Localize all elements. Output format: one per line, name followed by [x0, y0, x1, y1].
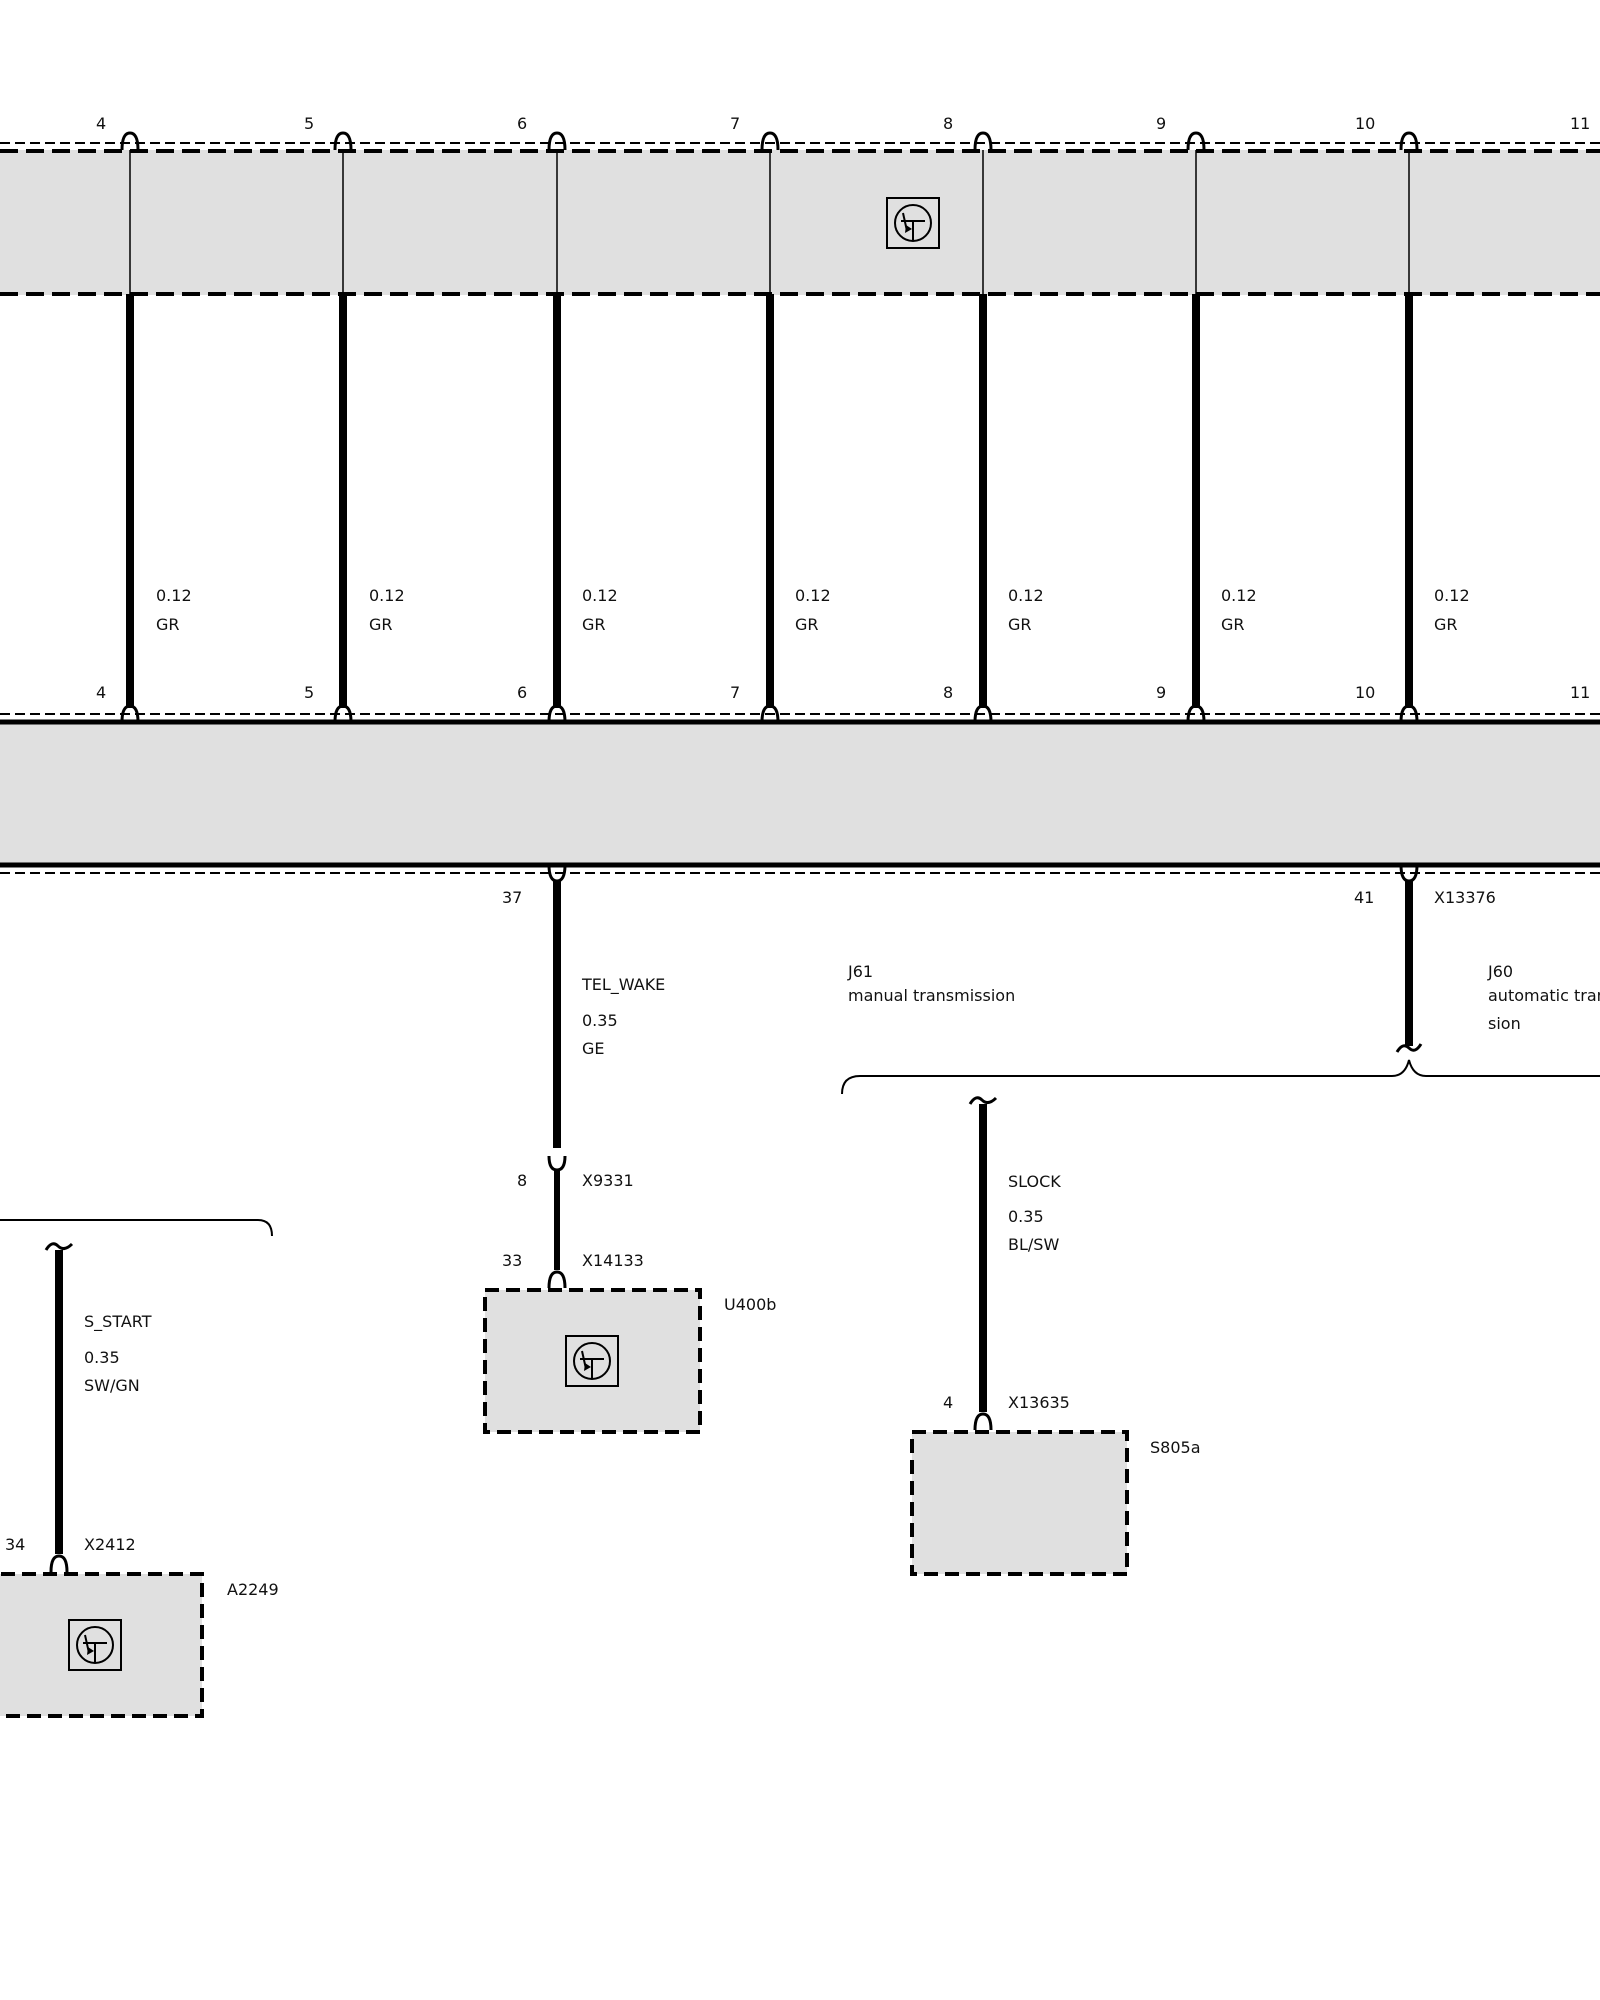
- top-pin-6: 6: [517, 114, 567, 151]
- wire-pin-7: 0.12 GR: [760, 294, 831, 723]
- s-start-pin: 34: [5, 1535, 25, 1554]
- top-pin-11: 11: [1570, 114, 1590, 133]
- wire-pin-10: 0.12 GR: [1399, 294, 1470, 723]
- s-start-brace: [0, 1219, 273, 1237]
- top-pin-label: 9: [1156, 114, 1166, 133]
- tel-wake-signal: TEL_WAKE: [581, 975, 665, 995]
- bottom-pin-label: 6: [517, 683, 527, 702]
- variant-j60-desc-1: automatic tran: [1488, 986, 1600, 1005]
- wire-pin-9: 0.12 GR: [1186, 294, 1257, 723]
- s-start-circuit: S_START 0.35 SW/GN 34 X2412 A2249: [0, 1219, 279, 1718]
- tel-wake-circuit: 37 TEL_WAKE 0.35 GE 8 X9331 33 X14133 U4…: [483, 864, 776, 1434]
- bus-wires: 0.12 GR 0.12 GR 0.12 GR 0.12 GR 0.12 GR: [120, 294, 1470, 723]
- component-a2249-label: A2249: [227, 1580, 279, 1599]
- variant-brace: [841, 1059, 1600, 1095]
- variant-j60-code: J60: [1487, 962, 1513, 981]
- bottom-pin-label: 10: [1355, 683, 1375, 702]
- top-pin-7: 7: [730, 114, 780, 151]
- tel-wake-connector-a: X9331: [582, 1171, 634, 1190]
- wire-color: GR: [582, 615, 606, 634]
- slock-connector: X13635: [1008, 1393, 1070, 1412]
- module-pin-37: 37: [502, 888, 522, 907]
- component-s805a: [910, 1430, 1129, 1576]
- top-pin-label: 6: [517, 114, 527, 133]
- wire-pin-6: 0.12 GR: [547, 294, 618, 723]
- wire-color: GR: [156, 615, 180, 634]
- top-pin-4: 4: [96, 114, 140, 151]
- slock-circuit: SLOCK 0.35 BL/SW 4 X13635 S805a: [910, 1096, 1201, 1576]
- s-start-connector: X2412: [84, 1535, 136, 1554]
- electronic-module-icon: [68, 1619, 122, 1671]
- top-pin-label: 5: [304, 114, 314, 133]
- bottom-pin-label: 11: [1570, 683, 1590, 702]
- tel-wake-connector-b: X14133: [582, 1251, 644, 1270]
- wire-color: GR: [1008, 615, 1032, 634]
- top-pin-label: 11: [1570, 114, 1590, 133]
- internal-connections: [129, 150, 1410, 294]
- wire-gauge: 0.12: [1008, 586, 1044, 605]
- bottom-pin-label: 7: [730, 683, 740, 702]
- top-module-body: [0, 150, 1600, 295]
- top-pin-markers: 4 5 6 7 8 9 10 11: [96, 114, 1590, 151]
- bottom-pin-label: 8: [943, 683, 953, 702]
- electronic-module-icon: [886, 197, 940, 249]
- wire-color: GR: [1221, 615, 1245, 634]
- wire-pin-5: 0.12 GR: [333, 294, 405, 723]
- slock-color: BL/SW: [1008, 1235, 1059, 1254]
- electronic-module-icon: [565, 1335, 619, 1387]
- wire-color: GR: [369, 615, 393, 634]
- top-pin-5: 5: [304, 114, 353, 151]
- wire-gauge: 0.12: [1434, 586, 1470, 605]
- tel-wake-pin-a: 8: [517, 1171, 527, 1190]
- variant-j61-desc: manual transmission: [848, 986, 1015, 1005]
- bottom-pin-label: 4: [96, 683, 106, 702]
- top-pin-10: 10: [1355, 114, 1419, 151]
- component-u400b-label: U400b: [724, 1295, 776, 1314]
- wire-pin-8: 0.12 GR: [973, 294, 1044, 723]
- wire-color: GR: [1434, 615, 1458, 634]
- top-pin-label: 8: [943, 114, 953, 133]
- variant-j60-desc-2: sion: [1488, 1014, 1521, 1033]
- top-pin-label: 7: [730, 114, 740, 133]
- top-pin-label: 4: [96, 114, 106, 133]
- top-pin-label: 10: [1355, 114, 1375, 133]
- top-pin-8: 8: [943, 114, 993, 151]
- wire-gauge: 0.12: [795, 586, 831, 605]
- slock-gauge: 0.35: [1008, 1207, 1044, 1226]
- wire-gauge: 0.12: [156, 586, 192, 605]
- connector-x13376: X13376: [1434, 888, 1496, 907]
- tel-wake-pin-b: 33: [502, 1251, 522, 1270]
- tel-wake-color: GE: [582, 1039, 605, 1058]
- bottom-pin-label: 9: [1156, 683, 1166, 702]
- bottom-pin-label: 5: [304, 683, 314, 702]
- s-start-color: SW/GN: [84, 1376, 140, 1395]
- wire-gauge: 0.12: [582, 586, 618, 605]
- component-s805a-label: S805a: [1150, 1438, 1201, 1457]
- wire-color: GR: [795, 615, 819, 634]
- bottom-control-module: [0, 713, 1600, 874]
- s-start-signal: S_START: [84, 1312, 152, 1332]
- bottom-module-body: [0, 722, 1600, 865]
- component-a2249: [0, 1572, 204, 1718]
- s-start-gauge: 0.35: [84, 1348, 120, 1367]
- wire-gauge: 0.12: [369, 586, 405, 605]
- bottom-pin-labels: 4 5 6 7 8 9 10 11: [96, 683, 1590, 702]
- slock-pin: 4: [943, 1393, 953, 1412]
- tel-wake-gauge: 0.35: [582, 1011, 618, 1030]
- transmission-variant-circuit: 41 X13376 J61 manual transmission J60 au…: [841, 864, 1600, 1095]
- wire-pin-4: 0.12 GR: [120, 294, 192, 723]
- top-control-module: [0, 142, 1600, 296]
- slock-signal: SLOCK: [1008, 1172, 1061, 1191]
- wire-gauge: 0.12: [1221, 586, 1257, 605]
- variant-j61-code: J61: [847, 962, 873, 981]
- top-pin-9: 9: [1156, 114, 1206, 151]
- module-pin-41: 41: [1354, 888, 1374, 907]
